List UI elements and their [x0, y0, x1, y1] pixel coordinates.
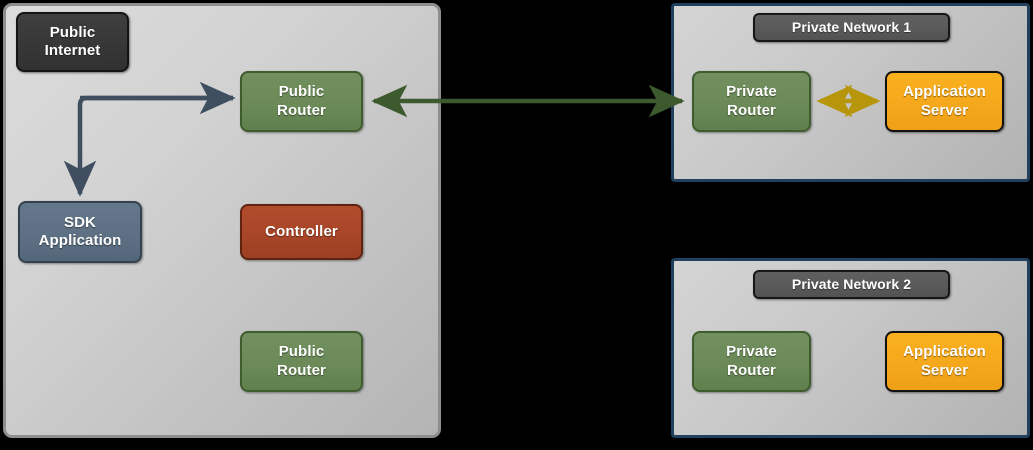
private-network-2-title: Private Network 2 — [753, 270, 950, 299]
private-network-2-title-label: Private Network 2 — [791, 275, 912, 292]
node-private-network-1-router-label: Private Router — [726, 83, 777, 119]
node-public-internet[interactable]: Public Internet — [16, 12, 129, 72]
node-private-network-1-router[interactable]: Private Router — [692, 71, 811, 132]
node-private-network-2-app-server-label: Application Server — [903, 343, 986, 379]
node-public-router-bottom-label: Public Router — [277, 343, 326, 379]
node-controller-label: Controller — [265, 222, 338, 240]
node-private-network-2-router-label: Private Router — [726, 343, 777, 379]
node-public-router-bottom[interactable]: Public Router — [240, 331, 363, 392]
private-network-1-title: Private Network 1 — [753, 13, 950, 42]
node-private-network-1-app-server[interactable]: Application Server — [885, 71, 1004, 132]
private-network-1-title-label: Private Network 1 — [791, 18, 912, 35]
node-private-network-2-app-server[interactable]: Application Server — [885, 331, 1004, 392]
node-private-network-1-app-server-label: Application Server — [903, 83, 986, 119]
node-public-router-top[interactable]: Public Router — [240, 71, 363, 132]
node-controller[interactable]: Controller — [240, 204, 363, 260]
node-sdk-application[interactable]: SDK Application — [18, 201, 142, 263]
node-public-internet-label: Public Internet — [44, 23, 101, 59]
node-private-network-2-router[interactable]: Private Router — [692, 331, 811, 392]
node-sdk-application-label: SDK Application — [38, 213, 122, 249]
node-public-router-top-label: Public Router — [277, 83, 326, 119]
